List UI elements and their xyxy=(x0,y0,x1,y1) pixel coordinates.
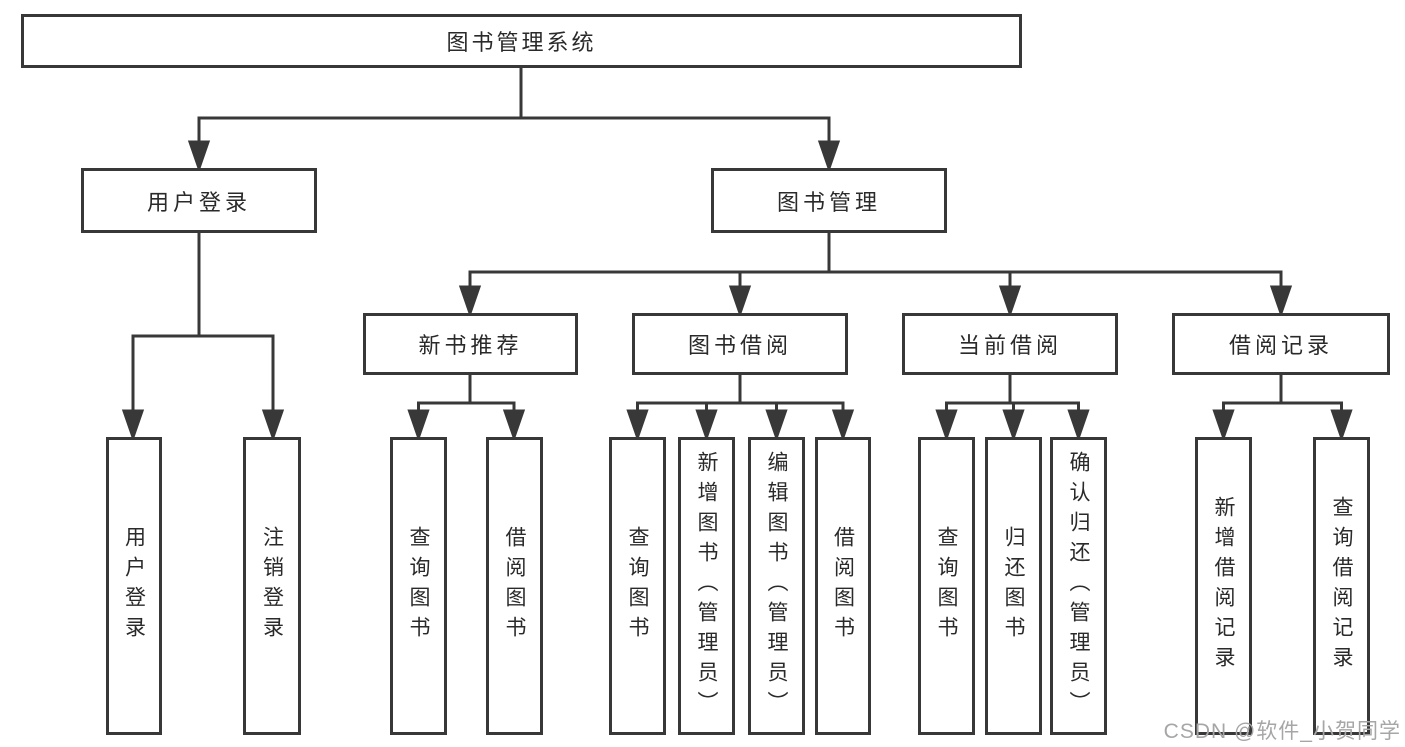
leaf-query-books-recommend-label: 查询图书 xyxy=(407,526,430,646)
leaf-confirm-return-admin: 确认归还（管理员） xyxy=(1050,437,1107,735)
leaf-return-books: 归还图书 xyxy=(985,437,1042,735)
leaf-query-books-current: 查询图书 xyxy=(918,437,975,735)
leaf-add-borrow-record: 新增借阅记录 xyxy=(1195,437,1252,735)
leaf-user-login: 用户登录 xyxy=(106,437,162,735)
connector-book-management-to-level3 xyxy=(458,233,1293,318)
leaf-add-books-admin-label: 新增图书（管理员） xyxy=(695,451,718,721)
leaf-query-books-borrow-label: 查询图书 xyxy=(626,526,649,646)
node-new-book-recommend: 新书推荐 xyxy=(363,313,578,375)
node-user-login-label: 用户登录 xyxy=(146,189,251,215)
leaf-borrow-books: 借阅图书 xyxy=(815,437,871,735)
leaf-logout-label: 注销登录 xyxy=(260,526,284,646)
leaf-add-books-admin: 新增图书（管理员） xyxy=(678,437,735,735)
connector-user-login-branch xyxy=(121,233,285,442)
node-book-borrow-label: 图书借阅 xyxy=(687,333,792,358)
connector-book-borrow-split xyxy=(626,375,855,442)
node-borrow-records-label: 借阅记录 xyxy=(1228,333,1333,358)
leaf-query-books-recommend: 查询图书 xyxy=(390,437,447,735)
connector-root-to-level2 xyxy=(187,68,841,173)
leaf-query-books-borrow: 查询图书 xyxy=(609,437,666,735)
node-current-borrow: 当前借阅 xyxy=(902,313,1118,375)
leaf-borrow-books-recommend: 借阅图书 xyxy=(486,437,543,735)
leaf-confirm-return-admin-label: 确认归还（管理员） xyxy=(1067,451,1090,721)
leaf-user-login-label: 用户登录 xyxy=(122,526,146,646)
leaf-borrow-books-label: 借阅图书 xyxy=(831,526,855,646)
node-root-label: 图书管理系统 xyxy=(446,30,597,55)
leaf-borrow-books-recommend-label: 借阅图书 xyxy=(503,526,526,646)
leaf-query-borrow-record: 查询借阅记录 xyxy=(1313,437,1370,735)
leaf-query-books-current-label: 查询图书 xyxy=(935,526,958,646)
leaf-edit-books-admin: 编辑图书（管理员） xyxy=(748,437,805,735)
leaf-return-books-label: 归还图书 xyxy=(1002,526,1025,646)
watermark: CSDN @软件_小贺同学 xyxy=(1163,720,1401,743)
connector-borrow-records-split xyxy=(1212,375,1353,442)
connector-new-book-recommend-split xyxy=(407,375,526,442)
leaf-logout: 注销登录 xyxy=(243,437,301,735)
node-book-management: 图书管理 xyxy=(711,168,947,233)
leaf-edit-books-admin-label: 编辑图书（管理员） xyxy=(765,451,788,721)
node-current-borrow-label: 当前借阅 xyxy=(957,333,1062,358)
connector-current-borrow-split xyxy=(935,375,1090,442)
node-book-management-label: 图书管理 xyxy=(776,189,881,215)
node-user-login: 用户登录 xyxy=(81,168,317,233)
leaf-query-borrow-record-label: 查询借阅记录 xyxy=(1330,496,1353,676)
leaf-add-borrow-record-label: 新增借阅记录 xyxy=(1212,496,1235,676)
node-book-borrow: 图书借阅 xyxy=(632,313,848,375)
node-root-system: 图书管理系统 xyxy=(21,14,1022,68)
node-borrow-records: 借阅记录 xyxy=(1172,313,1390,375)
node-new-book-recommend-label: 新书推荐 xyxy=(418,333,523,358)
